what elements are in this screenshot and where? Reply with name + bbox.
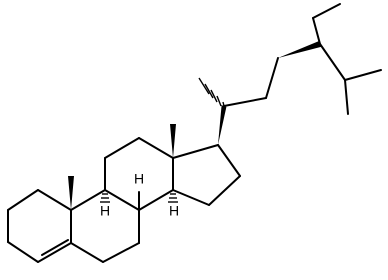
hashed-bond-c20-c21 <box>198 77 226 111</box>
bond-c11-c12 <box>104 137 140 159</box>
atom-label-h-c9: H <box>100 203 110 219</box>
bond-c9-c10 <box>70 189 106 211</box>
stereo-h-bonds <box>100 191 178 211</box>
wedge-bond-c17-c20 <box>218 105 227 145</box>
wedge-methyl-c13 <box>170 124 176 158</box>
bond-c1-c2 <box>7 189 39 211</box>
bond-c5-c6 <box>70 242 104 263</box>
atom-label-h-c8: H <box>134 171 144 187</box>
bond-c25-c26 <box>344 69 382 81</box>
ring-a <box>7 189 72 263</box>
bond-c14-c8 <box>138 189 174 211</box>
bond-c12-c13 <box>138 137 174 159</box>
bond-c17-c13 <box>172 144 219 159</box>
bond-c24-c28 <box>312 17 321 45</box>
wedge-bond-c23-c24 <box>278 41 322 58</box>
bond-c8-c9 <box>104 189 140 211</box>
bond-c10-c1 <box>37 189 72 211</box>
bond-c24-c25 <box>319 43 346 81</box>
bond-c4-c5 <box>37 242 72 263</box>
bond-c4-c5-double <box>41 239 69 256</box>
ring-b <box>70 189 140 263</box>
bond-c3-c4 <box>7 241 39 263</box>
bond-c20-c22 <box>223 97 267 107</box>
methyl-groups <box>68 124 176 210</box>
bond-c28-c29 <box>312 3 341 19</box>
bond-c14-c15 <box>172 189 210 206</box>
ring-c <box>104 137 174 211</box>
wedge-methyl-c10 <box>68 176 74 210</box>
bond-c6-c7 <box>102 242 140 263</box>
bond-c22-c23 <box>265 57 279 99</box>
hashed-bond-h-c9 <box>100 193 110 203</box>
ring-d <box>172 144 241 206</box>
bond-c15-c16 <box>208 175 241 206</box>
bond-c16-c17 <box>217 144 241 177</box>
side-chain <box>218 3 382 145</box>
hashed-bond-h-c14 <box>168 193 178 203</box>
atom-label-h-c14: H <box>169 203 179 219</box>
bond-c25-c27 <box>344 79 349 115</box>
